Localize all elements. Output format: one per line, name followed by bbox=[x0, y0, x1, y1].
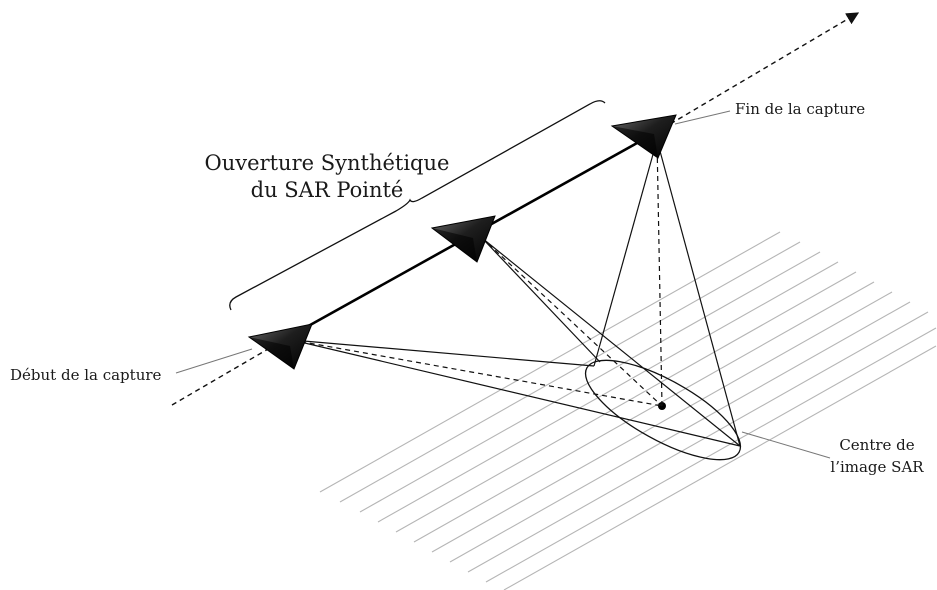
end-label: Fin de la capture bbox=[735, 100, 865, 118]
aperture-brace bbox=[229, 100, 606, 311]
radar-middle-icon bbox=[430, 215, 496, 263]
radar-start-icon bbox=[247, 323, 313, 370]
center-label-line2: l’image SAR bbox=[830, 458, 924, 476]
beam-middle bbox=[481, 237, 741, 447]
flight-path-before bbox=[171, 344, 276, 406]
start-label: Début de la capture bbox=[10, 366, 162, 384]
footprint-ellipse bbox=[584, 359, 742, 461]
center-label-line1: Centre de bbox=[839, 436, 914, 454]
radar-end-icon bbox=[610, 114, 677, 159]
aperture-label-line2: du SAR Pointé bbox=[251, 178, 404, 202]
ground-grid bbox=[319, 231, 937, 590]
flight-path-after bbox=[654, 12, 860, 134]
beam-end bbox=[593, 139, 741, 447]
beam-start bbox=[291, 339, 741, 447]
aperture-label-line1: Ouverture Synthétique bbox=[205, 151, 450, 175]
center-leader-line bbox=[741, 431, 831, 459]
start-leader-line bbox=[175, 348, 253, 374]
end-leader-line bbox=[674, 110, 731, 125]
